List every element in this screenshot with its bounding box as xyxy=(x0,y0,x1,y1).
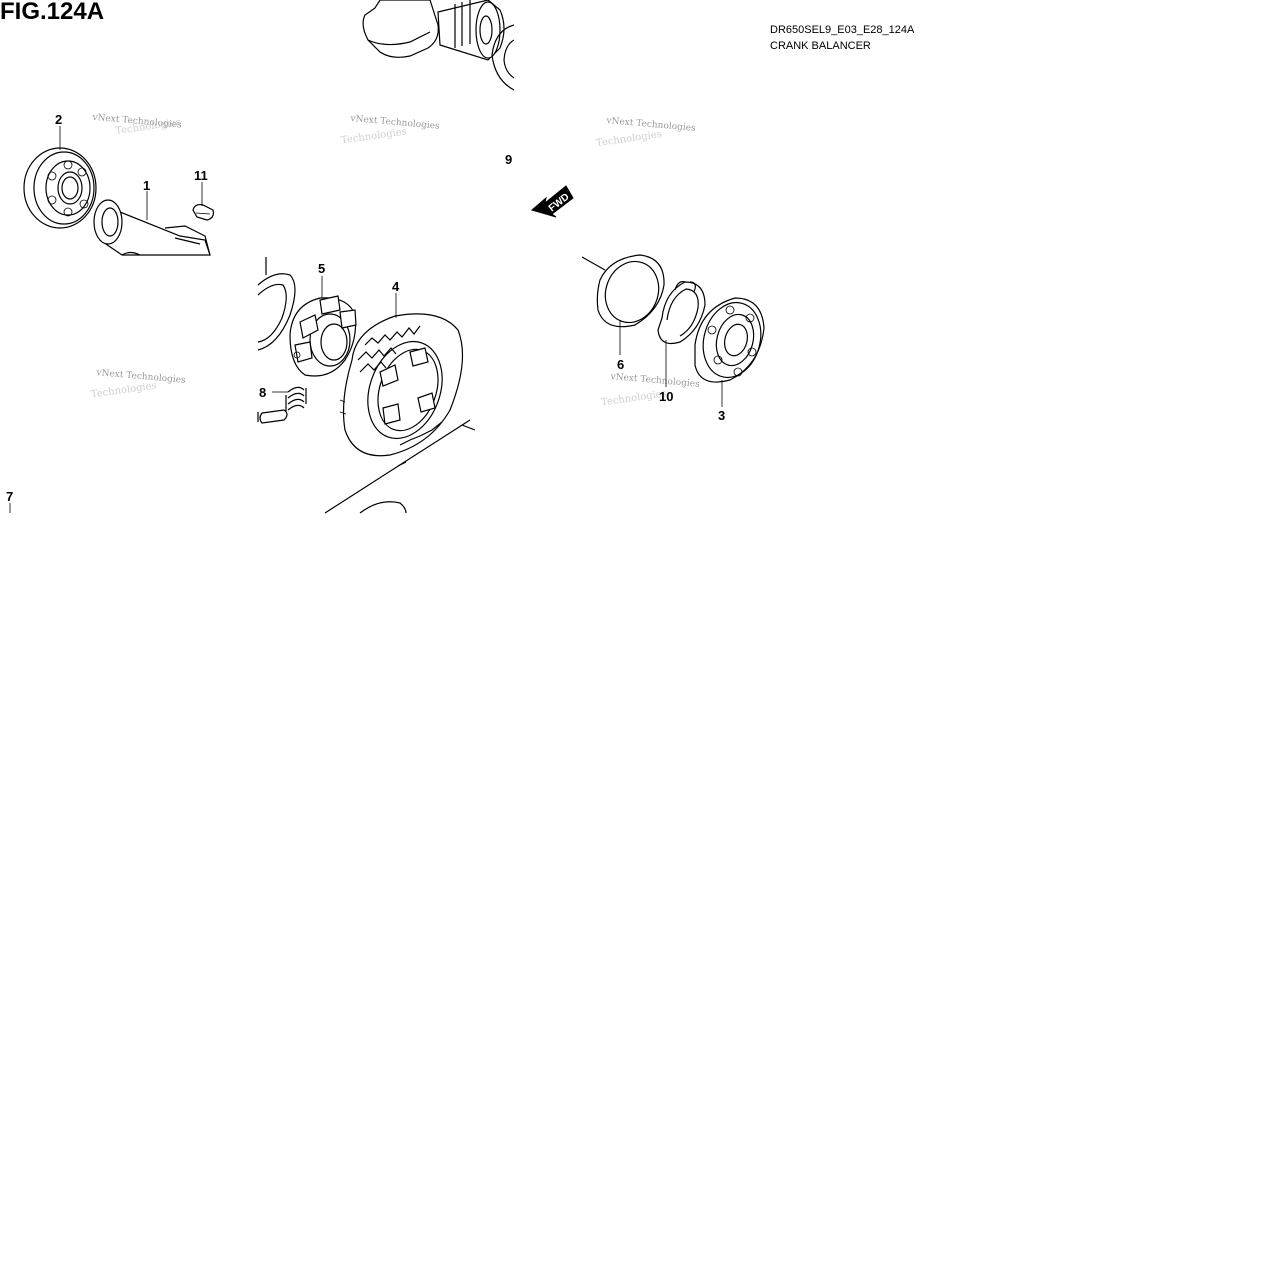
svg-text:Technologies: Technologies xyxy=(340,126,407,146)
circlip-10-drawing xyxy=(657,281,706,345)
callout-9: 9 xyxy=(505,152,512,167)
callout-1: 1 xyxy=(143,178,150,193)
svg-text:vNext Technologies: vNext Technologies xyxy=(609,372,700,390)
shim-drawing xyxy=(257,257,296,351)
callout-2: 2 xyxy=(55,112,62,127)
callout-4: 4 xyxy=(392,279,400,294)
callout-5: 5 xyxy=(318,261,325,276)
crankshaft-drawing xyxy=(362,0,515,91)
svg-text:Technologies: Technologies xyxy=(595,129,662,149)
watermark-3: Technologies vNext Technologies xyxy=(595,116,696,149)
key-11-drawing xyxy=(192,203,214,221)
spring-8-drawing xyxy=(285,386,307,412)
callout-7: 7 xyxy=(6,489,13,504)
watermark-4: Technologies vNext Technologies xyxy=(90,368,186,400)
washer-6-drawing xyxy=(581,254,665,328)
figure-label: FIG.124A xyxy=(0,0,104,25)
callout-11: 11 xyxy=(194,168,208,183)
watermark-1: Technologies vNext Technologies xyxy=(91,113,182,137)
callout-3: 3 xyxy=(718,408,725,423)
svg-text:Technologies: Technologies xyxy=(600,388,667,408)
callout-10: 10 xyxy=(659,389,673,404)
callout-6: 6 xyxy=(617,357,624,372)
bearing-2-drawing xyxy=(23,147,97,229)
watermark-2: Technologies vNext Technologies xyxy=(340,114,440,147)
watermark-6: Technologies vNext Technologies xyxy=(600,372,700,409)
bearing-3-drawing xyxy=(694,297,765,383)
fwd-arrow-icon: FWD xyxy=(530,185,574,218)
leader-lines xyxy=(9,126,723,513)
model-code: DR650SEL9_E03_E28_124A xyxy=(770,24,915,36)
pin-drawing xyxy=(257,409,288,424)
svg-text:Technologies: Technologies xyxy=(90,380,157,400)
damper-hub-5-drawing xyxy=(289,295,357,377)
callout-8: 8 xyxy=(259,385,266,400)
balancer-shaft-1-drawing xyxy=(93,199,211,256)
lower-leader-drawing xyxy=(324,419,476,514)
section-title: CRANK BALANCER xyxy=(770,40,871,52)
gear-4-drawing xyxy=(339,313,464,457)
